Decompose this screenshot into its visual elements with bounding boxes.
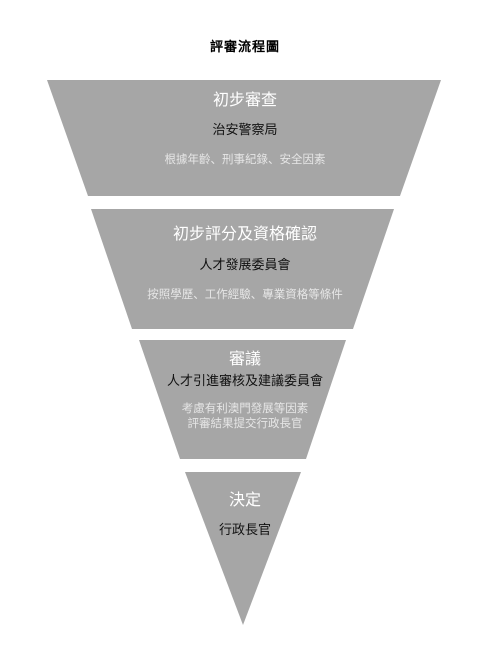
stage-3-title: 審議 bbox=[228, 349, 261, 368]
stage-2: 初步評分及資格確認 人才發展委員會 按照學歷、工作經驗、專業資格等條件 bbox=[0, 224, 490, 302]
stage-3: 審議 人才引進審核及建議委員會 考慮有利澳門發展等因素 評審結果提交行政長官 bbox=[0, 349, 490, 431]
stage-2-title: 初步評分及資格確認 bbox=[172, 224, 317, 243]
stage-1-title: 初步審查 bbox=[212, 90, 277, 109]
stage-4: 決定 行政長官 bbox=[0, 490, 490, 540]
stage-1-shape bbox=[47, 80, 441, 196]
stage-3-note-2: 評審結果提交行政長官 bbox=[187, 416, 303, 430]
stage-1: 初步審查 治安警察局 根據年齡、刑事紀錄、安全因素 bbox=[0, 90, 490, 167]
stage-4-shape bbox=[185, 472, 301, 625]
stage-4-title: 決定 bbox=[228, 490, 261, 509]
stage-3-shape bbox=[139, 340, 346, 459]
stage-2-agency: 人才發展委員會 bbox=[199, 258, 291, 273]
stage-1-agency: 治安警察局 bbox=[212, 123, 278, 138]
stage-1-note: 根據年齡、刑事紀錄、安全因素 bbox=[164, 152, 326, 166]
stage-2-note: 按照學歷、工作經驗、專業資格等條件 bbox=[147, 287, 343, 301]
stage-2-shape bbox=[91, 209, 394, 329]
page-title: 評審流程圖 bbox=[209, 40, 280, 55]
stage-3-agency: 人才引進審核及建議委員會 bbox=[166, 374, 323, 389]
stage-3-note-1: 考慮有利澳門發展等因素 bbox=[181, 401, 309, 415]
stage-4-agency: 行政長官 bbox=[218, 523, 271, 538]
